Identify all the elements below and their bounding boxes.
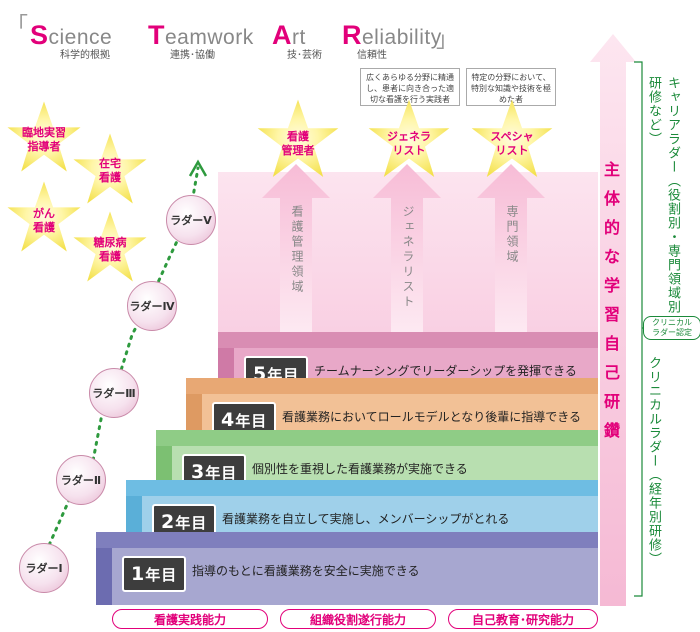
main-vertical-char: 自 <box>603 334 620 353</box>
header-sub-art: 技･芸術 <box>287 50 322 61</box>
header-word-science: Science <box>30 20 113 50</box>
header-word-teamwork: Teamwork <box>148 20 254 50</box>
main-vertical-char: 己 <box>603 363 620 382</box>
star-icon <box>471 99 553 177</box>
main-vertical-text: 主体的な学習自己研鑽 <box>601 155 623 445</box>
header-sub-teamwork: 連携･協働 <box>170 50 215 61</box>
competency-self-education: 自己教育･研究能力 <box>448 609 598 629</box>
main-vertical-char: 鑽 <box>603 421 620 440</box>
step-4-text: 看護業務においてロールモデルとなり後輩に指導できる <box>282 410 582 424</box>
star-label-cancer-nursing: がん 看護 <box>33 207 55 234</box>
ladder-circle-1: ラダーⅠ <box>19 543 69 593</box>
step-2-text: 看護業務を自立して実施し、メンバーシップがとれる <box>222 512 510 526</box>
step-5-text: チームナーシングでリーダーシップを発揮できる <box>314 364 577 378</box>
ladder-circle-2: ラダーⅡ <box>56 455 106 505</box>
main-vertical-char: 学 <box>603 276 620 295</box>
main-vertical-char: 体 <box>603 189 620 208</box>
career-ladder-label: キャリアラダー（役割別・専門領域別研修など） <box>646 76 680 314</box>
big-vertical-arrow <box>590 34 636 606</box>
ladder-circle-5: ラダーⅤ <box>166 195 216 245</box>
star-icon <box>368 99 450 177</box>
step-1-text: 指導のもとに看護業務を安全に実施できる <box>192 564 420 578</box>
year-box-1: 1年目 <box>122 556 187 592</box>
main-vertical-char: 主 <box>603 160 620 179</box>
star-icon <box>73 211 147 282</box>
ladder-circle-3: ラダーⅢ <box>89 368 139 418</box>
star-label-diabetes-nursing: 糖尿病 看護 <box>93 236 127 263</box>
arrow-generalist <box>373 164 441 332</box>
arrow-specialist-label: 専門領域 <box>505 205 519 265</box>
star-icon <box>73 133 147 204</box>
arrow-generalist-label: ジェネラリスト <box>401 205 415 310</box>
competency-nursing-practice: 看護実践能力 <box>112 609 268 629</box>
arrow-management-label: 看護管理領域 <box>290 205 304 295</box>
header-sub-science: 科学的根拠 <box>60 50 110 61</box>
arrow-management <box>262 164 330 332</box>
main-vertical-char: 的 <box>603 218 620 237</box>
main-vertical-char: 習 <box>603 305 620 324</box>
star-icon <box>7 101 81 172</box>
star-icon <box>7 181 81 252</box>
step-1: 1年目 指導のもとに看護業務を安全に実施できる <box>96 532 598 605</box>
header-open-bracket: 「 <box>6 14 29 39</box>
clinical-ladder-cert-badge: クリニカル ラダー認定 <box>643 316 700 340</box>
generalist-desc-box: 広くあらゆる分野に精通し、患者に向き合った適切な看護を行う実践者 <box>360 68 460 106</box>
main-vertical-char: 研 <box>603 392 620 411</box>
star-label-clinical-instructor: 臨地実習 指導者 <box>22 126 66 153</box>
star-label-specialist: スペシャ リスト <box>490 130 534 157</box>
header-sub-reliability: 信頼性 <box>357 50 387 61</box>
star-label-generalist: ジェネラ リスト <box>387 130 431 157</box>
arrow-specialist <box>477 164 545 332</box>
competency-organizational-role: 組織役割遂行能力 <box>280 609 436 629</box>
header-word-art: Art <box>272 20 306 50</box>
step-3-text: 個別性を重視した看護業務が実施できる <box>252 462 468 476</box>
star-icon <box>257 99 339 177</box>
star-label-manager: 看護 管理者 <box>281 130 315 157</box>
header-close-bracket: 」 <box>436 28 459 53</box>
clinical-ladder-label: クリニカルラダー（経年別研修） <box>646 356 661 566</box>
header-word-reliability: Reliability <box>342 20 442 50</box>
main-vertical-char: な <box>603 247 620 266</box>
star-label-home-nursing: 在宅 看護 <box>99 157 121 184</box>
ladder-circle-4: ラダーⅣ <box>127 281 177 331</box>
